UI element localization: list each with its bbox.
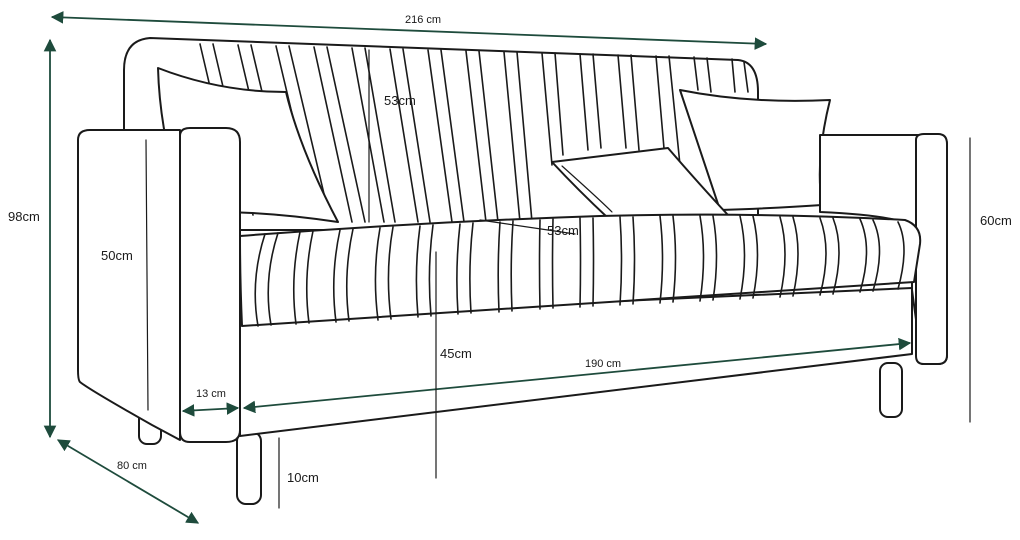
label-side-height: 60cm	[980, 213, 1012, 228]
armrest-left-side	[77, 129, 181, 441]
label-leg-height: 10cm	[287, 470, 319, 485]
sofa-drawing	[77, 37, 948, 505]
label-arm-height: 50cm	[101, 248, 133, 263]
label-depth: 80 cm	[117, 460, 147, 472]
label-width-total: 216 cm	[405, 14, 441, 26]
dimension-labels: 216 cm 53cm 98cm 50cm 53cm 60cm 45cm 190…	[8, 14, 1012, 485]
leg-back-right	[879, 362, 903, 418]
label-arm-width: 13 cm	[196, 388, 226, 400]
label-seat-depth: 53cm	[547, 223, 579, 238]
leg-front-center	[236, 431, 262, 505]
label-total-height: 98cm	[8, 209, 40, 224]
dim-line-depth	[56, 439, 200, 524]
dimension-lines	[43, 11, 971, 524]
dim-line-width-total	[50, 11, 768, 50]
label-backrest-height: 53cm	[384, 93, 416, 108]
label-seat-height: 45cm	[440, 346, 472, 361]
label-seat-width: 190 cm	[585, 358, 621, 370]
armrest-right-front	[915, 133, 948, 365]
dim-line-arm-width	[181, 402, 240, 417]
seat-stripes	[254, 215, 905, 327]
dim-line-seat-width	[242, 337, 912, 414]
